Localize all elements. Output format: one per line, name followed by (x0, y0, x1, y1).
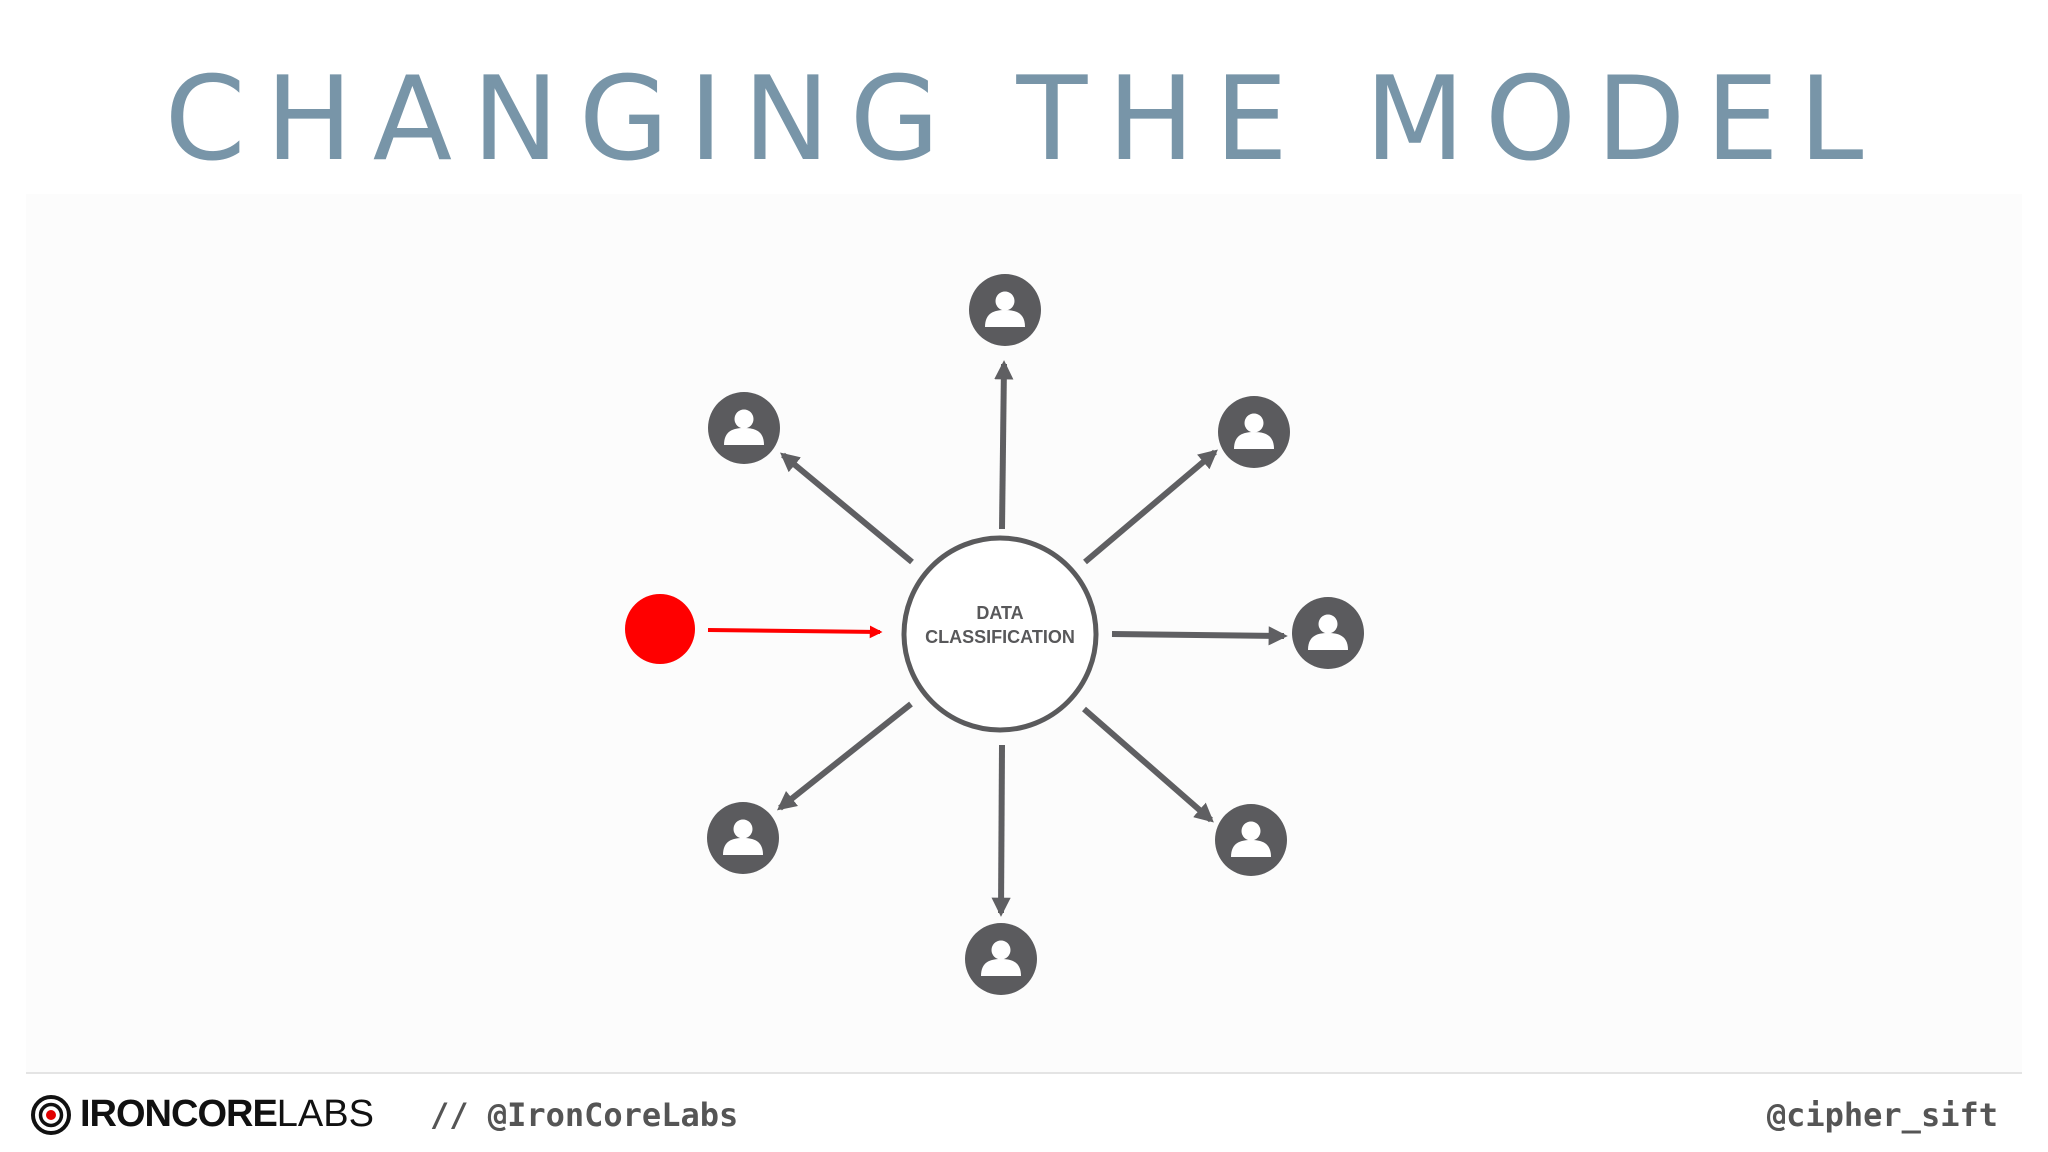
input-arrow (707, 625, 883, 639)
arrow-icon (1082, 706, 1214, 823)
recipient-nodes (707, 274, 1364, 995)
arrow-icon (1083, 449, 1218, 565)
arrow-icon (1111, 626, 1288, 646)
arrow-icon (991, 744, 1011, 917)
arrow-icon (994, 360, 1014, 530)
user-node (965, 923, 1037, 995)
brand-wordmark-strong: IRONCORE (80, 1093, 278, 1135)
slide-title: CHANGING THE MODEL (164, 52, 1884, 187)
ironcore-logo-icon (31, 1095, 71, 1135)
center-label-line1: DATA (976, 603, 1023, 623)
user-node (1292, 597, 1364, 669)
user-node (1215, 804, 1287, 876)
company-handle: // @IronCoreLabs (430, 1096, 739, 1134)
brand-wordmark: IRONCORELABS (80, 1090, 374, 1138)
brand-wordmark-light: LABS (276, 1093, 374, 1135)
arrow-icon (776, 701, 913, 811)
user-node (707, 802, 779, 874)
slide-footer: IRONCORELABS // @IronCoreLabs @cipher_si… (0, 1074, 2048, 1152)
input-data-dot (625, 594, 695, 664)
outgoing-arrows (776, 360, 1288, 917)
user-node (708, 392, 780, 464)
speaker-handle: @cipher_sift (1766, 1096, 1998, 1134)
footer-divider (26, 1072, 2022, 1074)
arrow-icon (780, 452, 914, 565)
user-node (969, 274, 1041, 346)
data-classification-node (901, 535, 1099, 733)
user-node (1218, 396, 1290, 468)
center-label-line2: CLASSIFICATION (925, 627, 1075, 647)
